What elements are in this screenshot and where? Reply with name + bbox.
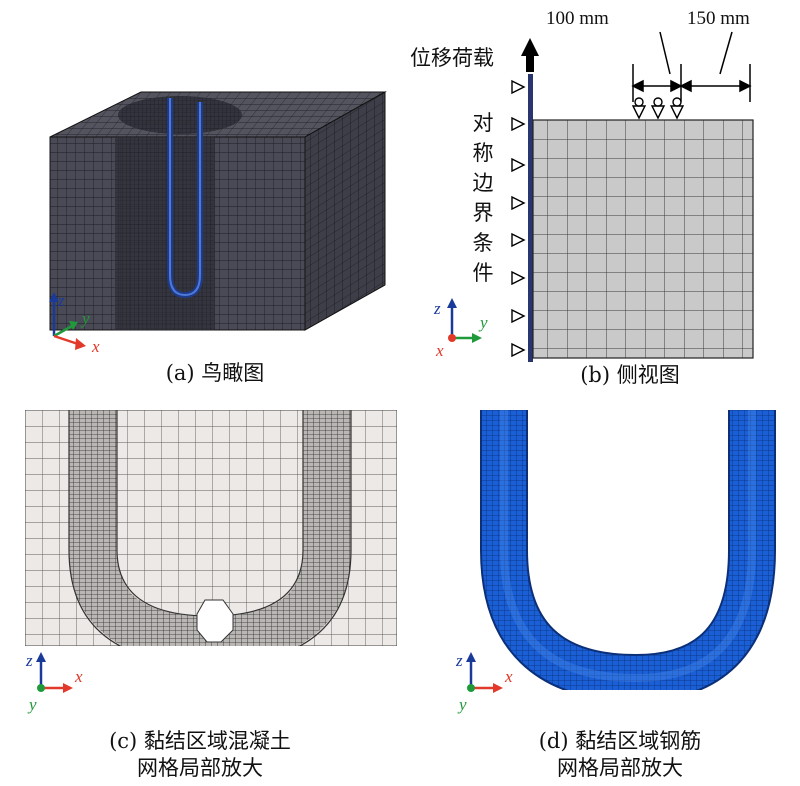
hole-void	[196, 599, 234, 643]
axis-triad-a: z y x	[49, 292, 100, 354]
dimension-lines	[631, 31, 752, 102]
panel-a-birdseye	[49, 91, 387, 331]
caption-b: (b) 侧视图	[580, 363, 680, 387]
axis-y-label: y	[80, 309, 90, 328]
symmetry-support-icons	[511, 79, 526, 358]
panel-b-sideview	[511, 31, 754, 362]
axis-triad-c: z x y	[25, 652, 83, 714]
refined-mesh-top	[118, 96, 242, 134]
axis-triad-b: z y x	[433, 298, 488, 360]
axis-x-label: x	[74, 667, 83, 686]
dim-label-150mm: 150 mm	[687, 8, 750, 29]
panel-c-concrete-zoom	[25, 410, 397, 646]
symmetry-boundary-label: 对 称 边 界 条 件	[472, 111, 494, 285]
dim-label-100mm: 100 mm	[546, 8, 609, 29]
axis-z-label: z	[433, 299, 441, 318]
caption-d: (d) 黏结区域钢筋 网格局部放大	[538, 729, 702, 780]
axis-z-label: z	[57, 292, 65, 310]
axis-triad-d: z x y	[455, 652, 513, 714]
axis-y-label: y	[457, 695, 467, 714]
displacement-load-label: 位移荷载	[410, 46, 494, 70]
side-rebar-strip	[528, 74, 533, 362]
axis-x-label: x	[91, 337, 100, 354]
caption-a: (a) 鸟瞰图	[165, 361, 265, 385]
top-support-icons	[631, 97, 685, 120]
axis-z-label: z	[455, 652, 463, 670]
side-concrete-mesh	[532, 119, 754, 359]
axis-x-label: x	[504, 667, 513, 686]
axis-z-label: z	[25, 652, 33, 670]
axis-x-label: x	[435, 341, 444, 360]
caption-c: (c) 黏结区域混凝土 网格局部放大	[109, 729, 291, 780]
panel-d-rebar-zoom	[480, 410, 776, 690]
load-arrow-icon	[521, 38, 539, 72]
axis-y-label: y	[27, 695, 37, 714]
axis-y-label: y	[478, 313, 488, 332]
